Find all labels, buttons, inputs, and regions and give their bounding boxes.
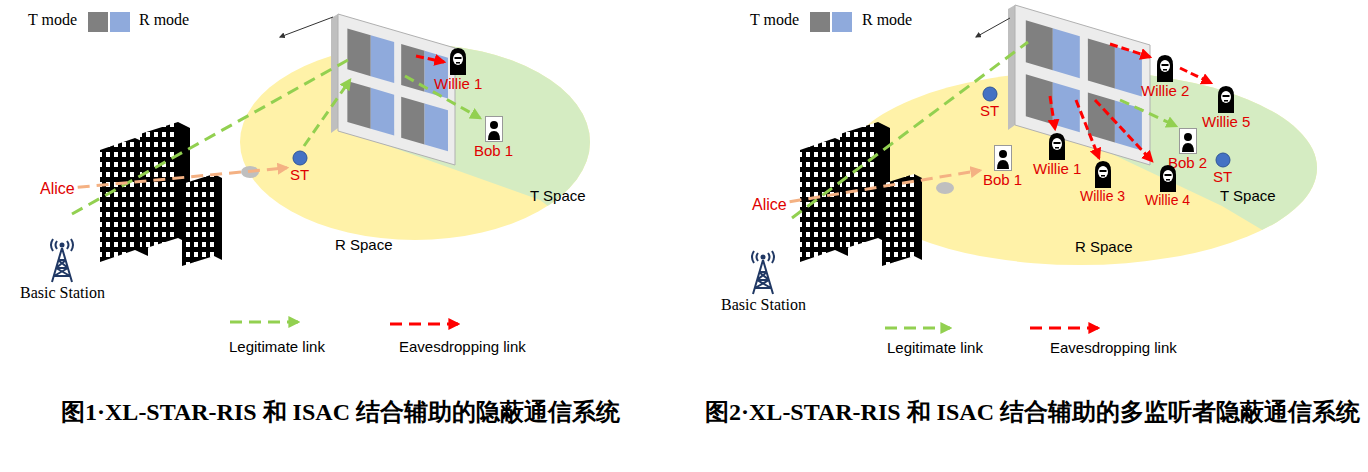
warden-node: Willie 1 xyxy=(1033,132,1081,177)
base-station: Basic Station xyxy=(721,250,806,314)
warden-node: Willie 2 xyxy=(1141,54,1189,99)
legend-entry: Eavesdropping link xyxy=(1050,339,1177,356)
node-label: ST xyxy=(980,102,999,119)
st-icon xyxy=(1215,152,1231,168)
sensing-target: ST xyxy=(1213,152,1232,185)
node-label: Willie 2 xyxy=(1141,82,1189,99)
legend-label: Legitimate link xyxy=(887,339,983,356)
receiver-node: Bob 1 xyxy=(474,116,513,159)
bob-icon xyxy=(1179,128,1197,154)
node-label: Willie 3 xyxy=(1080,188,1125,204)
node-label: Willie 1 xyxy=(1033,160,1081,177)
willie-icon xyxy=(1158,164,1178,192)
sender-label: Alice xyxy=(752,196,787,214)
region-label: R Space xyxy=(335,236,393,253)
warden-node: Willie 4 xyxy=(1145,164,1190,208)
tower-icon xyxy=(747,250,779,296)
mode-label: R mode xyxy=(862,11,912,29)
st-icon xyxy=(982,86,998,102)
willie-icon xyxy=(448,47,468,75)
signal-link xyxy=(790,170,980,201)
sensing-target: ST xyxy=(980,86,999,119)
bob-icon xyxy=(485,116,503,142)
base-station: Basic Station xyxy=(20,238,105,302)
bob-icon xyxy=(994,145,1012,171)
willie-icon xyxy=(1093,160,1113,188)
node-label: Bob 1 xyxy=(474,142,513,159)
region-label: T Space xyxy=(1220,187,1276,204)
region-label: R Space xyxy=(1075,238,1133,255)
signal-link xyxy=(78,168,287,188)
node-label: Bob 1 xyxy=(983,171,1022,188)
warden-node: Willie 3 xyxy=(1080,160,1125,204)
node-label: Basic Station xyxy=(721,296,806,314)
st-icon xyxy=(292,150,308,166)
legend-label: Eavesdropping link xyxy=(399,338,526,355)
legend-entry: Eavesdropping link xyxy=(399,338,526,355)
node-label: Alice xyxy=(752,196,787,214)
legend-label: Legitimate link xyxy=(229,338,325,355)
figure-caption: 图1·XL-STAR-RIS 和 ISAC 结合辅助的隐蔽通信系统 xyxy=(8,393,673,431)
legend-entry: Legitimate link xyxy=(229,338,325,355)
node-label: Willie 1 xyxy=(434,75,482,92)
tower-icon xyxy=(46,238,78,284)
willie-icon xyxy=(1216,85,1236,113)
receiver-node: Bob 2 xyxy=(1168,128,1207,171)
receiver-node: Bob 1 xyxy=(983,145,1022,188)
mode-label: T mode xyxy=(28,11,77,29)
node-label: Basic Station xyxy=(20,284,105,302)
sensing-target: ST xyxy=(290,150,309,183)
willie-icon xyxy=(1047,132,1067,160)
willie-icon xyxy=(1155,54,1175,82)
node-label: Willie 5 xyxy=(1202,113,1250,130)
node-label: Willie 4 xyxy=(1145,192,1190,208)
mode-label: T mode xyxy=(750,11,799,29)
legend-entry: Legitimate link xyxy=(887,339,983,356)
node-label: Alice xyxy=(40,180,75,198)
node-label: ST xyxy=(290,166,309,183)
region-label: T Space xyxy=(530,187,586,204)
mode-label: R mode xyxy=(139,11,189,29)
node-label: ST xyxy=(1213,168,1232,185)
warden-node: Willie 1 xyxy=(434,47,482,92)
figure-caption: 图2·XL-STAR-RIS 和 ISAC 结合辅助的多监听者隐蔽通信系统 xyxy=(700,393,1365,431)
sender-label: Alice xyxy=(40,180,75,198)
warden-node: Willie 5 xyxy=(1202,85,1250,130)
legend-label: Eavesdropping link xyxy=(1050,339,1177,356)
